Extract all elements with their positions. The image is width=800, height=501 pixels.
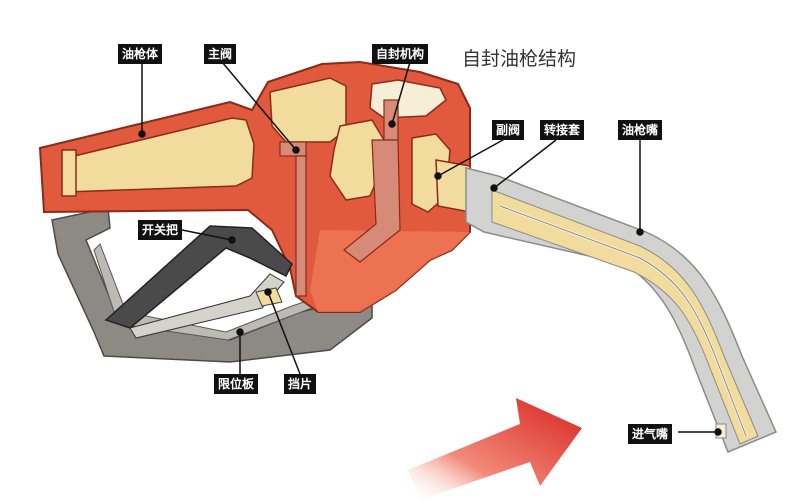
grip-end [61, 149, 77, 197]
switch-handle [104, 225, 293, 329]
label-gun-body: 油枪体 [118, 44, 163, 64]
main-valve-rod [295, 155, 307, 297]
label-switch-handle: 开关把 [138, 220, 183, 240]
diagram-title: 自封油枪结构 [462, 48, 577, 70]
self-seal-rod [383, 99, 399, 141]
leader-lines [138, 61, 722, 436]
air-channel-edge [499, 205, 747, 437]
label-adapter-sleeve: 转接套 [540, 120, 585, 140]
label-air-inlet: 进气嘴 [628, 424, 673, 444]
nozzle-inner [491, 189, 759, 445]
grip-cavity [65, 117, 255, 193]
body-shade [310, 230, 470, 312]
handle-lower [129, 273, 285, 339]
label-limit-plate: 限位板 [214, 374, 259, 394]
label-sub-valve: 副阀 [492, 120, 525, 140]
label-self-seal: 自封机构 [372, 44, 429, 64]
label-nozzle: 油枪嘴 [618, 120, 663, 140]
self-seal-linkage [343, 139, 401, 263]
label-stop-piece: 挡片 [284, 374, 317, 394]
direction-arrow [408, 398, 582, 500]
label-main-valve: 主阀 [204, 44, 237, 64]
